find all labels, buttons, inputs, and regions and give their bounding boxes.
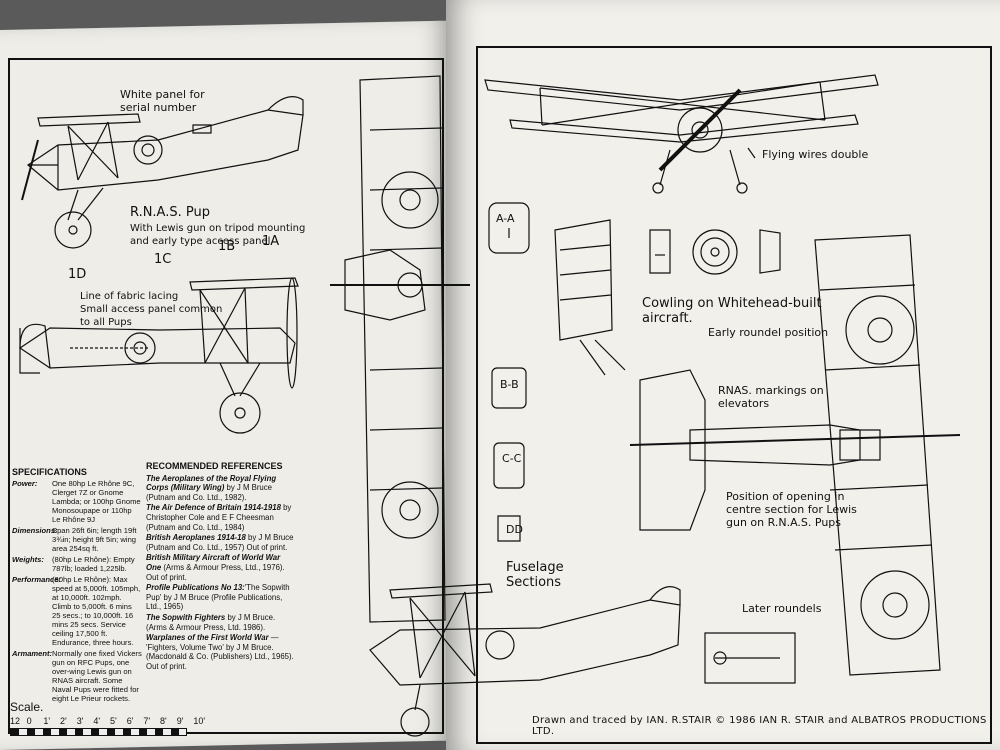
spec-value: (80hp Le Rhône): Empty 787lb; loaded 1,2… xyxy=(52,555,135,573)
spec-key: Dimensions: xyxy=(12,526,58,535)
reference-item: The Sopwith Fighters by J M Bruce. (Arms… xyxy=(146,613,296,632)
section-aa-label: A-A xyxy=(496,212,515,225)
reference-detail: by J M Bruce (Putnam and Co. Ltd., 1957)… xyxy=(146,533,294,552)
reference-book-title: The Aeroplanes of the Royal Flying Corps… xyxy=(146,473,277,493)
reference-item: Warplanes of the First World War — 'Figh… xyxy=(146,633,296,671)
scale-title: Scale. xyxy=(10,700,44,714)
reference-item: Profile Publications No 13:'The Sopwith … xyxy=(146,583,296,612)
section-mark-1a: 1A xyxy=(262,234,280,249)
reference-detail: — 'Fighters, Volume Two' by J M Bruce. (… xyxy=(146,633,294,671)
reference-detail: (Arms & Armour Press, Ltd., 1976). Out o… xyxy=(146,562,285,582)
spec-row: Power: One 80hp Le Rhône 9C, Clerget 7Z … xyxy=(12,479,142,524)
specifications-title: SPECIFICATIONS xyxy=(12,467,87,477)
reference-book-title: The Sopwith Fighters xyxy=(146,612,226,622)
scale-ticks: 12 0 1' 2' 3' 4' 5' 6' 7' 8' 9' 10' xyxy=(10,716,210,726)
reference-detail: by J M Bruce (Putnam and Co. Ltd., 1982)… xyxy=(146,483,273,502)
reference-detail: by J M Bruce. (Arms & Armour Press, Ltd.… xyxy=(146,612,276,632)
spec-row: Dimensions: Span 26ft 6in; length 19ft 3… xyxy=(12,526,142,553)
reference-detail: 'The Sopwith Pup' by J M Bruce (Profile … xyxy=(146,583,290,612)
bottom-side-view xyxy=(360,570,690,740)
rnas-pup-side-view xyxy=(18,70,308,260)
spec-value: Normally one fixed Vickers gun on RFC Pu… xyxy=(52,649,142,703)
serial-panel-label: White panel for serial number xyxy=(120,88,205,114)
scale-bar-block: Scale. 12 0 1' 2' 3' 4' 5' 6' 7' 8' 9' 1… xyxy=(10,700,210,736)
later-roundels-label: Later roundels xyxy=(742,602,822,615)
spec-row: Armament: Normally one fixed Vickers gun… xyxy=(12,649,142,703)
right-drawing-frame xyxy=(476,46,992,744)
reference-item: The Aeroplanes of the Royal Flying Corps… xyxy=(146,474,296,503)
scale-tick: 8' xyxy=(160,716,167,726)
spec-key: Weights: xyxy=(12,555,44,564)
right-page xyxy=(446,0,1000,750)
reference-book-title: Warplanes of the First World War xyxy=(146,633,269,643)
cowling-views xyxy=(645,225,785,285)
section-bb-label: B-B xyxy=(500,378,519,391)
spec-value: (80hp Le Rhône): Max speed at 5,000ft. 1… xyxy=(52,575,141,647)
references-title: RECOMMENDED REFERENCES xyxy=(146,461,283,471)
scale-tick: 7' xyxy=(143,716,151,726)
fabric-lacing-label: Line of fabric lacing Small access panel… xyxy=(80,291,223,328)
section-mark-1d: 1D xyxy=(68,267,87,282)
spec-row: Weights: (80hp Le Rhône): Empty 787lb; l… xyxy=(12,555,142,573)
section-mark-1b: 1B xyxy=(218,239,236,254)
section-dd-label: DD xyxy=(506,523,523,536)
spec-key: Power: xyxy=(12,479,38,488)
rnas-pup-description: With Lewis gun on tripod mounting and ea… xyxy=(130,223,306,247)
reference-book-title: The Air Defence of Britain 1914-1918 xyxy=(146,503,281,513)
spec-row: Performance: (80hp Le Rhône): Max speed … xyxy=(12,575,142,647)
reference-detail: by Christopher Cole and E F Cheesman (Pu… xyxy=(146,503,292,532)
flying-wires-label: Flying wires double xyxy=(762,148,869,161)
scale-bar xyxy=(10,728,187,736)
fuselage-sections-label: Fuselage Sections xyxy=(506,560,564,590)
scale-tick: 2' xyxy=(60,716,67,726)
scale-tick: 12 xyxy=(10,716,21,726)
reference-item: British Aeroplanes 1914-18 by J M Bruce … xyxy=(146,533,296,552)
fuselage-section-shapes xyxy=(484,198,544,558)
top-plan-view xyxy=(630,230,970,680)
reference-book-title: British Military Aircraft of World War O… xyxy=(146,553,281,572)
spec-value: One 80hp Le Rhône 9C, Clerget 7Z or Gnom… xyxy=(52,479,141,524)
fuselage-top-plan xyxy=(550,220,660,380)
scale-tick: 3' xyxy=(76,716,84,726)
rfc-pup-side-view xyxy=(10,268,310,448)
reference-book-title: Profile Publications No 13: xyxy=(146,583,245,593)
reference-item: British Military Aircraft of World War O… xyxy=(146,553,296,582)
spec-value: Span 26ft 6in; length 19ft 3¾in; height … xyxy=(52,526,137,553)
scale-tick: 1' xyxy=(43,716,51,726)
drawing-credit: Drawn and traced by IAN. R.STAIR © 1986 … xyxy=(532,715,987,737)
specifications-block: SPECIFICATIONS Power: One 80hp Le Rhône … xyxy=(12,468,142,705)
scale-tick: 0 xyxy=(26,716,32,726)
top-view-wings xyxy=(330,70,470,630)
cowling-label: Cowling on Whitehead-built aircraft. xyxy=(642,296,822,326)
rnas-pup-label: R.N.A.S. Pup xyxy=(130,205,210,220)
section-mark-1c: 1C xyxy=(154,252,172,267)
scale-tick: 10' xyxy=(193,716,206,726)
lewis-gun-detail xyxy=(700,628,800,688)
opening-position-label: Position of opening in centre section fo… xyxy=(726,490,857,529)
spec-key: Performance: xyxy=(12,575,61,584)
scale-tick: 5' xyxy=(110,716,117,726)
reference-book-title: British Aeroplanes 1914-18 xyxy=(146,533,246,543)
spec-key: Armament: xyxy=(12,649,53,658)
front-view xyxy=(480,60,900,210)
rnas-markings-label: RNAS. markings on elevators xyxy=(718,384,824,410)
scale-tick: 6' xyxy=(126,716,134,726)
scale-tick: 4' xyxy=(93,716,101,726)
references-block: RECOMMENDED REFERENCES The Aeroplanes of… xyxy=(146,461,296,672)
reference-item: The Air Defence of Britain 1914-1918 by … xyxy=(146,503,296,532)
section-cc-label: C-C xyxy=(502,452,522,465)
scale-tick: 9' xyxy=(176,716,184,726)
early-roundel-label: Early roundel position xyxy=(708,326,829,339)
